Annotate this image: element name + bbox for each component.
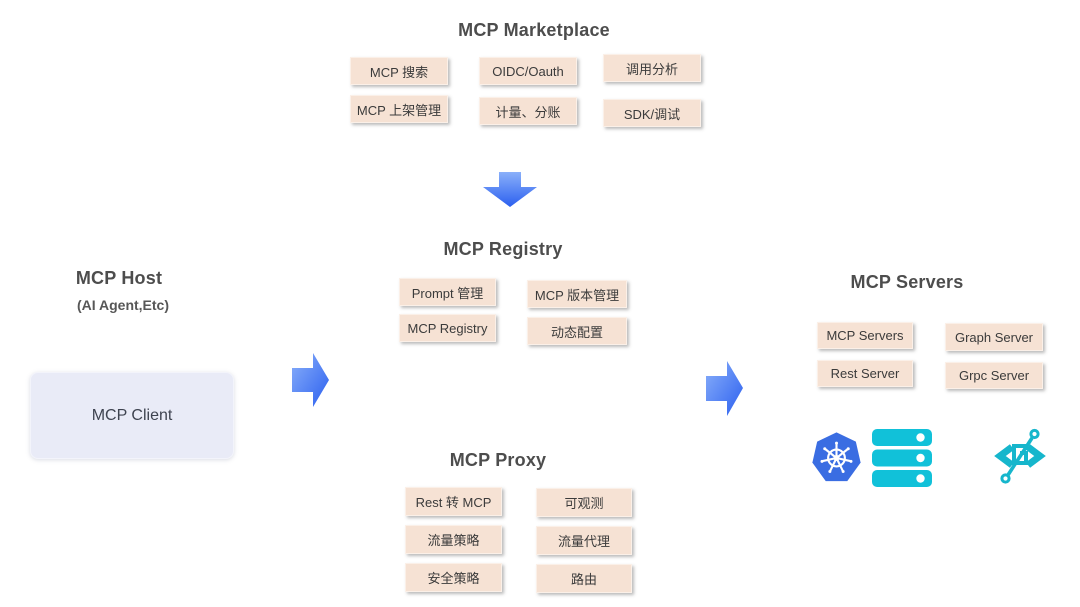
servers-box-rest: Rest Server (817, 360, 913, 387)
host-subtitle: (AI Agent,Etc) (76, 297, 170, 313)
flow-arrow-down-icon (483, 172, 537, 207)
mcp-client-box: MCP Client (30, 372, 234, 459)
registry-box-prompt: Prompt 管理 (399, 278, 496, 306)
marketplace-title: MCP Marketplace (458, 20, 610, 40)
flow-arrow-right-servers-icon (706, 361, 743, 416)
host-title: MCP Host (75, 268, 163, 288)
proxy-box-routing: 路由 (536, 564, 632, 593)
proxy-box-traffic-proxy: 流量代理 (536, 526, 632, 555)
marketplace-box-oidc: OIDC/Oauth (479, 57, 577, 85)
marketplace-box-sdk: SDK/调试 (603, 99, 701, 127)
servers-title: MCP Servers (850, 272, 964, 292)
proxy-box-rest2mcp: Rest 转 MCP (405, 487, 502, 516)
proxy-box-observability: 可观测 (536, 488, 632, 517)
registry-box-version: MCP 版本管理 (527, 280, 627, 308)
flow-arrow-right-host-icon (292, 353, 329, 407)
server-stack-icon (872, 429, 932, 487)
registry-title: MCP Registry (443, 239, 563, 259)
marketplace-box-listing: MCP 上架管理 (350, 95, 448, 123)
proxy-box-traffic-policy: 流量策略 (405, 525, 502, 554)
servers-box-graph: Graph Server (945, 323, 1043, 351)
higress-gateway-icon (994, 428, 1046, 484)
marketplace-box-search: MCP 搜索 (350, 57, 448, 85)
mcp-client-label: MCP Client (91, 406, 173, 424)
kubernetes-icon (812, 432, 861, 482)
proxy-box-security: 安全策略 (405, 563, 502, 592)
marketplace-box-analysis: 调用分析 (603, 54, 701, 82)
registry-box-registry: MCP Registry (399, 314, 496, 342)
servers-box-mcp: MCP Servers (817, 322, 913, 349)
proxy-title: MCP Proxy (449, 450, 547, 470)
registry-box-dynconfig: 动态配置 (527, 317, 627, 345)
servers-box-grpc: Grpc Server (945, 362, 1043, 389)
marketplace-box-metering: 计量、分账 (479, 97, 577, 125)
